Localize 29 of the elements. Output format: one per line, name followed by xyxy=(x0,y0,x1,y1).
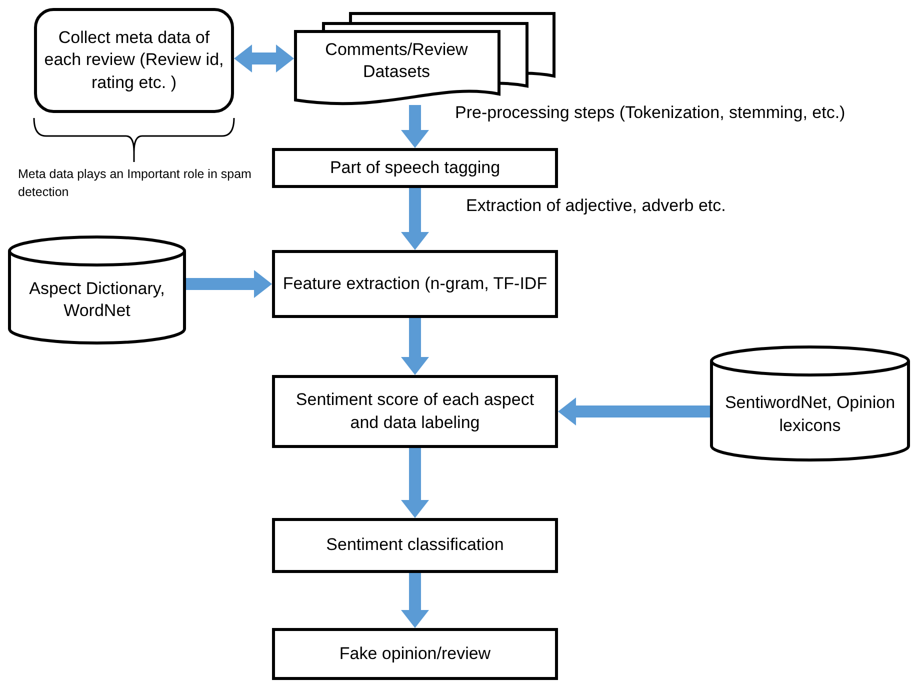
process-box xyxy=(272,148,558,188)
rounded-process-box xyxy=(34,8,234,113)
node-text: Collect meta data of each review (Review id, rating etc. ) xyxy=(44,27,224,94)
edge-label: Extraction of adjective, adverb etc. xyxy=(466,196,726,216)
node-text: Feature extraction (n-gram, TF-IDF xyxy=(282,272,548,295)
block-arrow xyxy=(186,270,272,298)
database-cylinder xyxy=(710,345,910,462)
process-box xyxy=(272,518,558,573)
block-arrow xyxy=(558,398,710,426)
block-arrow xyxy=(401,105,429,148)
block-arrow xyxy=(401,318,429,375)
node-text: Sentiment classification xyxy=(325,534,505,556)
block-arrow xyxy=(401,448,429,518)
database-cylinder xyxy=(8,235,186,345)
node-text: Sentiment score of each aspect and data labeling xyxy=(294,389,536,434)
node-text: Part of speech tagging xyxy=(328,156,502,179)
process-box xyxy=(272,628,558,680)
process-box xyxy=(272,250,558,318)
edge-label: Pre-processing steps (Tokenization, stemming, etc.) xyxy=(455,103,846,123)
process-box xyxy=(272,375,558,448)
node-text: SentiwordNet, Opinion lexicons xyxy=(724,392,896,436)
block-arrow xyxy=(401,188,429,250)
node-text: Fake opinion/review xyxy=(338,642,492,665)
block-arrow xyxy=(401,573,429,628)
node-text: Aspect Dictionary, WordNet xyxy=(28,278,166,322)
note-text: Meta data plays an Important role in spam detection xyxy=(18,166,252,200)
node-text: Comments/Review Datasets xyxy=(324,38,469,83)
document-stack xyxy=(294,12,556,105)
block-arrow xyxy=(234,44,294,72)
